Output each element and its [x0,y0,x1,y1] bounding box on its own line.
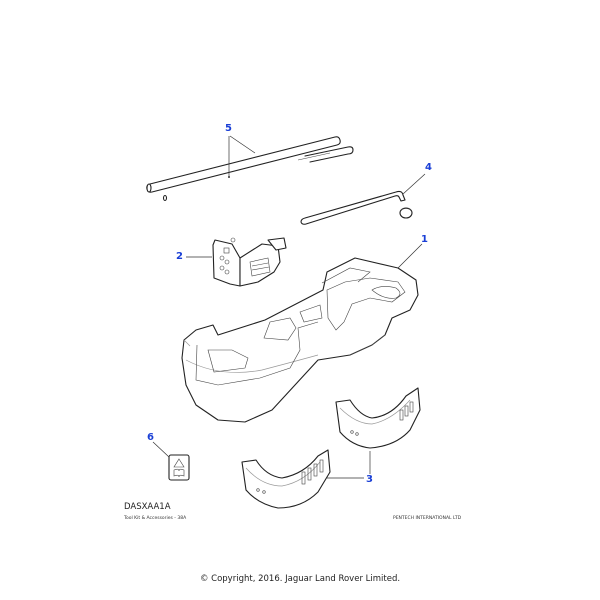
part-1-tray [181,257,419,423]
callout-4: 4 [425,162,432,173]
callout-5: 5 [225,123,232,134]
part-2-jack [212,237,287,287]
callout-2: 2 [176,251,183,262]
part-4-rod [300,190,413,225]
callout-3: 3 [366,474,373,485]
part-3-brackets [241,387,421,509]
publisher-credit: PENTECH INTERNATIONAL LTD [393,516,462,521]
leader-lines [152,135,426,479]
copyright-notice: © Copyright, 2016. Jaguar Land Rover Lim… [199,574,401,584]
part-5-tubes [146,136,354,202]
callout-6: 6 [147,432,154,443]
callout-1: 1 [421,234,428,245]
diagram-code: DASXAA1A [124,502,171,512]
diagram-subtitle: Tool Kit & Accessories - 38A [124,516,187,521]
part-6-label [168,454,190,481]
